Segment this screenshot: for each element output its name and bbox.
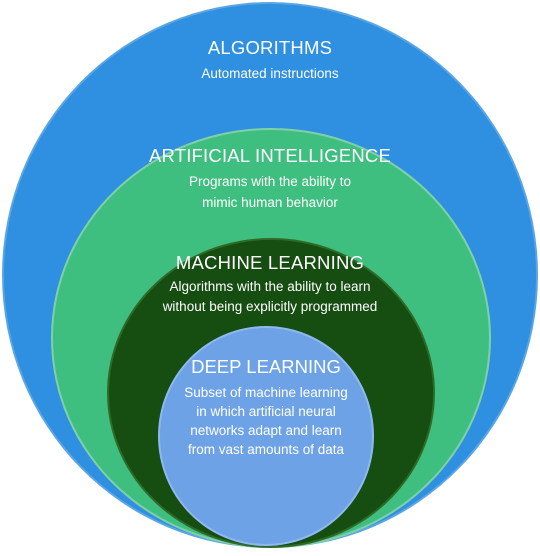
dl-description-line-4: from vast amounts of data	[187, 442, 345, 457]
ml-title: MACHINE LEARNING	[175, 252, 365, 273]
ml-description-line-1: Algorithms with the ability to learn	[169, 279, 371, 294]
deep-learning-circle	[158, 326, 374, 546]
algorithms-title: ALGORITHMS	[207, 37, 333, 58]
ai-description-line-1: Programs with the ability to	[188, 174, 352, 189]
ai-description-line-2: mimic human behavior	[202, 195, 338, 210]
ml-description-line-2: without being explicitly programmed	[162, 299, 378, 314]
algorithms-description: Automated instructions	[201, 66, 339, 81]
ai-title: ARTIFICIAL INTELLIGENCE	[148, 145, 392, 166]
dl-description-line-2: in which artificial neural	[196, 404, 336, 419]
dl-title: DEEP LEARNING	[191, 356, 341, 377]
dl-description-line-3: networks adapt and learn	[190, 423, 342, 438]
dl-description-line-1: Subset of machine learning	[184, 385, 348, 400]
